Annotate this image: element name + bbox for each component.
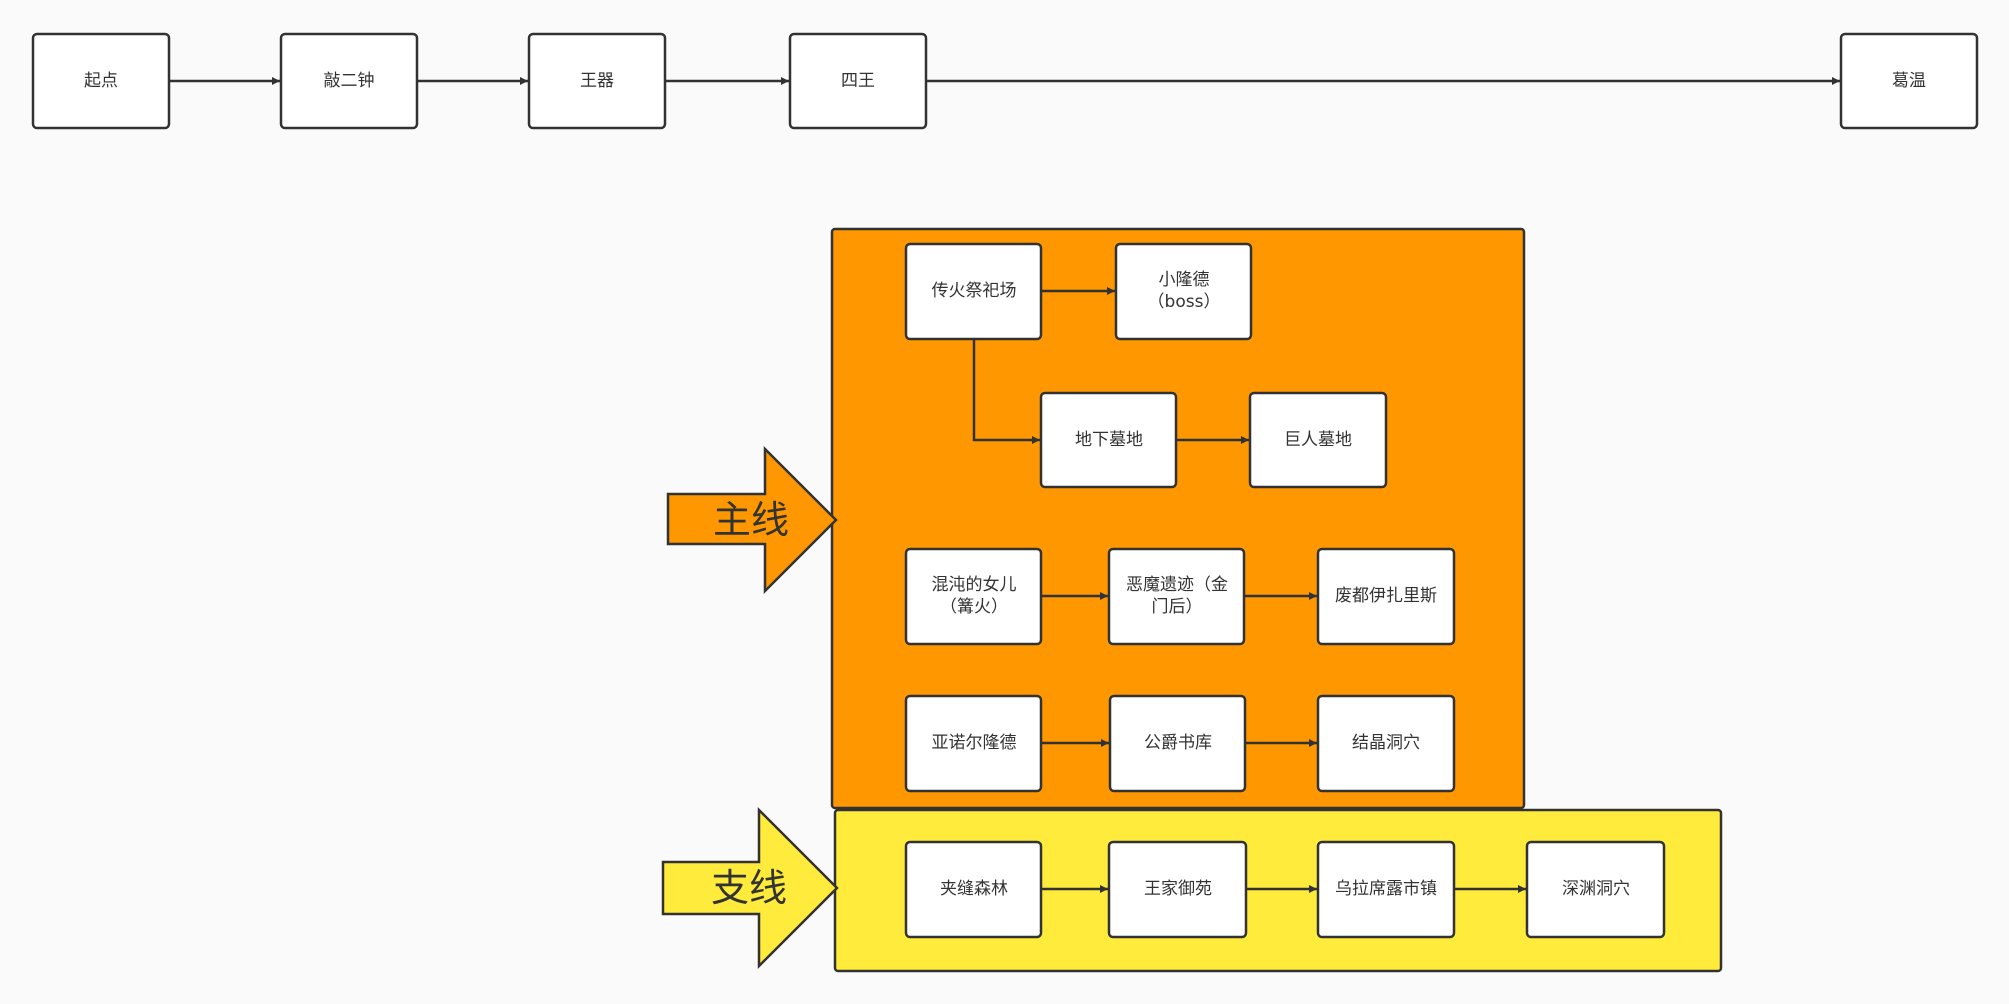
svg-text:乌拉席露市镇: 乌拉席露市镇 [1335,879,1437,899]
svg-text:四王: 四王 [841,71,875,91]
node-start[interactable]: 起点 [31,32,171,130]
node-label-line: 门后） [1152,597,1203,617]
svg-text:王家御苑: 王家御苑 [1144,879,1212,899]
node-label-line: 小隆德 [1159,270,1210,290]
node-tomb-giants[interactable]: 巨人墓地 [1248,391,1388,489]
node-darkroot-garden[interactable]: 夹缝森林 [904,840,1043,939]
node-label-line: 结晶洞穴 [1352,733,1420,753]
node-anor-londo[interactable]: 亚诺尔隆德 [904,694,1043,793]
svg-text:葛温: 葛温 [1892,71,1926,91]
svg-text:传火祭祀场: 传火祭祀场 [932,281,1017,301]
node-bell2[interactable]: 敲二钟 [279,32,419,130]
node-dukes-archives[interactable]: 公爵书库 [1108,694,1247,793]
svg-text:结晶洞穴: 结晶洞穴 [1352,733,1420,753]
node-four-kings[interactable]: 四王 [788,32,928,130]
node-label-line: 地下墓地 [1075,430,1143,450]
side-line-label: 支线 [711,866,787,910]
node-label-line: 废都伊扎里斯 [1335,586,1437,606]
svg-text:夹缝森林: 夹缝森林 [940,879,1008,899]
node-crystal-cave[interactable]: 结晶洞穴 [1316,694,1456,793]
svg-text:王器: 王器 [580,71,614,91]
svg-text:恶魔遗迹（金门后）: 恶魔遗迹（金门后） [1126,575,1228,617]
node-label-line: 王家御苑 [1144,879,1212,899]
node-chasm-abyss[interactable]: 深渊洞穴 [1525,840,1666,939]
node-small-lothric[interactable]: 小隆德（boss） [1114,242,1253,341]
svg-text:小隆德（boss）: 小隆德（boss） [1148,270,1221,312]
node-label-line: 混沌的女儿 [932,575,1017,595]
svg-text:地下墓地: 地下墓地 [1075,430,1143,450]
edge-altar-catacombs [972,339,1040,444]
svg-text:亚诺尔隆德: 亚诺尔隆德 [932,733,1017,753]
node-gwyn[interactable]: 葛温 [1839,32,1979,130]
node-daughter-chaos[interactable]: 混沌的女儿（篝火） [904,547,1043,646]
node-oolacile-township[interactable]: 乌拉席露市镇 [1316,840,1456,939]
node-catacombs[interactable]: 地下墓地 [1039,391,1178,489]
main-line-label: 主线 [713,498,789,542]
side-line-arrow: 支线 [661,806,839,970]
node-label-line: （boss） [1148,292,1221,312]
main-line-arrow: 主线 [666,445,838,595]
node-firelink-altar[interactable]: 传火祭祀场 [904,242,1043,341]
svg-text:深渊洞穴: 深渊洞穴 [1562,879,1630,899]
svg-text:废都伊扎里斯: 废都伊扎里斯 [1335,586,1437,606]
node-lordvessel[interactable]: 王器 [527,32,667,130]
node-royal-wood[interactable]: 王家御苑 [1107,840,1248,939]
node-label-line: （篝火） [940,597,1008,617]
svg-text:起点: 起点 [84,71,118,91]
node-label-line: 夹缝森林 [940,879,1008,899]
svg-text:敲二钟: 敲二钟 [324,71,375,91]
node-label-line: 亚诺尔隆德 [932,733,1017,753]
node-demon-ruins[interactable]: 恶魔遗迹（金门后） [1107,547,1246,646]
node-label-line: 巨人墓地 [1284,430,1352,450]
svg-text:混沌的女儿（篝火）: 混沌的女儿（篝火） [932,575,1017,617]
node-label-line: 深渊洞穴 [1562,879,1630,899]
node-label-line: 恶魔遗迹（金 [1126,575,1228,595]
node-label-line: 传火祭祀场 [932,281,1017,301]
node-label-line: 乌拉席露市镇 [1335,879,1437,899]
node-lost-izalith[interactable]: 废都伊扎里斯 [1316,547,1456,646]
node-label-line: 公爵书库 [1144,733,1212,753]
connectors [169,77,1840,893]
svg-text:公爵书库: 公爵书库 [1144,733,1212,753]
svg-text:巨人墓地: 巨人墓地 [1284,430,1352,450]
